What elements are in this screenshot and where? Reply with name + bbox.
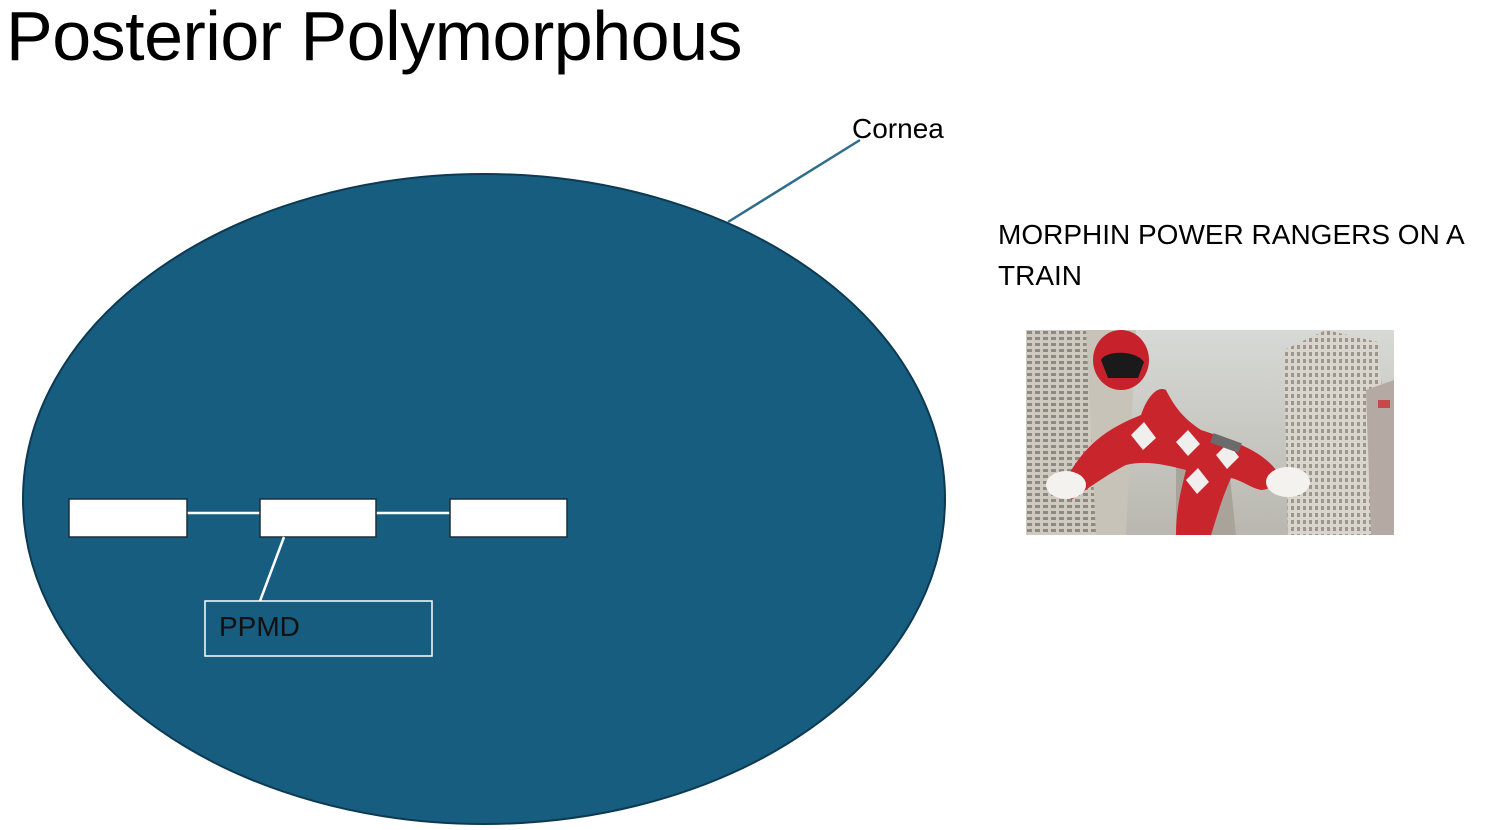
cornea-label: Cornea bbox=[852, 113, 944, 144]
photo-caption: MORPHIN POWER RANGERS ON A TRAIN bbox=[998, 219, 1464, 291]
ppmd-label: PPMD bbox=[219, 611, 300, 642]
ppmd-leader-line bbox=[258, 536, 286, 602]
cornea-leader-line bbox=[727, 138, 861, 224]
endothelial-cell-box bbox=[449, 498, 568, 538]
red-power-ranger-photo bbox=[1026, 330, 1394, 535]
endothelial-cell-box bbox=[68, 498, 188, 538]
endothelial-cell-box bbox=[259, 498, 377, 538]
ppmd-label-box bbox=[204, 600, 433, 657]
slide-title: Posterior Polymorphous bbox=[6, 0, 743, 75]
